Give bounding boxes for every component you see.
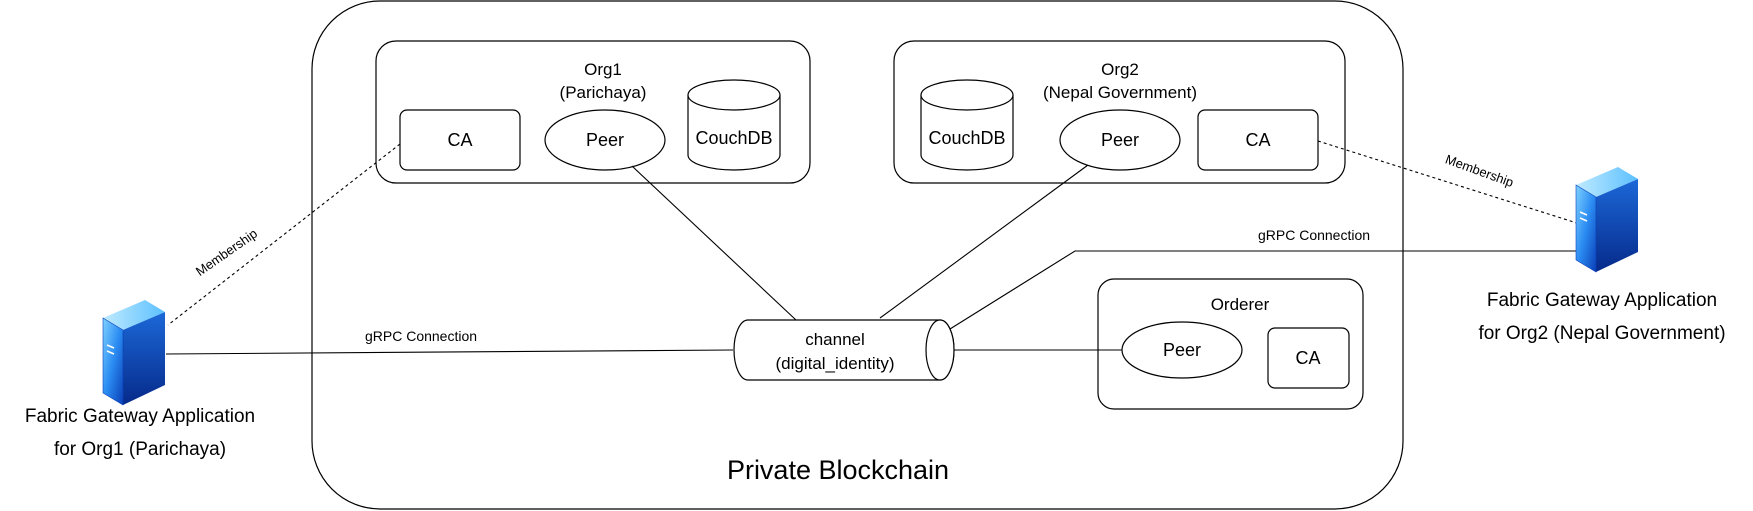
org2-group: Org2 (Nepal Government) CouchDB Peer CA — [893, 40, 1346, 184]
gateway1-to-channel-edge — [165, 349, 734, 355]
orderer-name: Orderer — [1211, 295, 1270, 314]
orderer-ca-label: CA — [1295, 348, 1320, 368]
org1-peer-label: Peer — [586, 130, 624, 150]
org1-peer-to-channel-edge — [631, 165, 797, 321]
orderer-peer-label: Peer — [1163, 340, 1201, 360]
channel-label: channel — [805, 330, 865, 349]
gateway1-title-line2: for Org1 (Parichaya) — [54, 439, 226, 460]
server-icon — [102, 300, 165, 406]
org1-couchdb-label: CouchDB — [695, 128, 772, 148]
server-icon — [1575, 167, 1638, 273]
grpc-right-label: gRPC Connection — [1258, 227, 1370, 243]
membership-left-label: Membership — [193, 226, 260, 279]
gateway2-membership-edge — [1317, 140, 1581, 225]
org2-ca-label: CA — [1245, 130, 1270, 150]
org2-couchdb-cylinder — [920, 79, 1014, 171]
gateway2-title-line2: for Org2 (Nepal Government) — [1478, 323, 1725, 344]
channel-to-gateway2-edge — [949, 250, 1580, 330]
org2-ca-box — [1197, 109, 1319, 171]
channel-cylinder — [733, 319, 955, 381]
org1-group: Org1 (Parichaya) CA Peer CouchDB — [375, 40, 811, 184]
private-blockchain-boundary — [311, 0, 1404, 510]
gateway2-title-line1: Fabric Gateway Application — [1487, 290, 1717, 311]
org1-name: Org1 — [584, 60, 622, 79]
orderer-group: Orderer Peer CA — [1097, 278, 1364, 410]
org2-peer-to-channel-edge — [879, 164, 1089, 319]
gateway1-title-line1: Fabric Gateway Application — [25, 406, 255, 427]
orderer-ca-box — [1267, 327, 1350, 389]
org1-ca-box — [399, 109, 521, 171]
org1-couchdb-cylinder — [687, 79, 781, 171]
grpc-left-label: gRPC Connection — [365, 328, 477, 344]
org1-subtitle: (Parichaya) — [560, 83, 647, 102]
org2-couchdb-label: CouchDB — [928, 128, 1005, 148]
membership-right-label: Membership — [1443, 151, 1515, 190]
org2-peer-node — [1059, 109, 1181, 171]
org2-subtitle: (Nepal Government) — [1043, 83, 1197, 102]
gateway1-membership-edge — [167, 143, 401, 326]
org2-name: Org2 — [1101, 60, 1139, 79]
private-blockchain-title: Private Blockchain — [727, 455, 949, 485]
org1-ca-label: CA — [447, 130, 472, 150]
channel-name: (digital_identity) — [775, 354, 894, 373]
org1-peer-node — [544, 109, 666, 171]
org2-peer-label: Peer — [1101, 130, 1139, 150]
